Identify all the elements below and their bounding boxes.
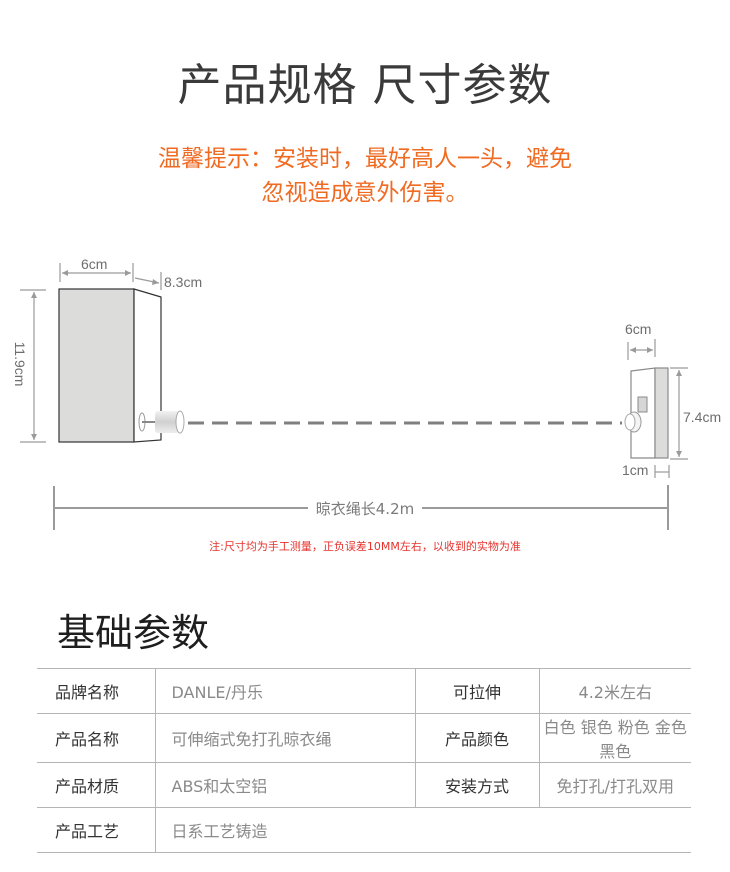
spec-key: 安装方式 bbox=[414, 762, 539, 808]
left-height-label: 11.9cm bbox=[12, 341, 28, 387]
page-title: 产品规格 尺寸参数 bbox=[177, 60, 553, 111]
specs-section-title: 基础参数 bbox=[57, 611, 210, 655]
thickness-dimension bbox=[654, 465, 670, 478]
safety-tip-line-2: 忽视造成意外伤害。 bbox=[261, 180, 469, 206]
spec-key: 品牌名称 bbox=[37, 668, 155, 714]
spec-value: 免打孔/打孔双用 bbox=[538, 762, 691, 808]
specs-table: 品牌名称 DANLE/丹乐 可拉伸 4.2米左右 产品名称 可伸缩式免打孔晾衣绳… bbox=[37, 668, 691, 853]
spec-value: 可伸缩式免打孔晾衣绳 bbox=[154, 713, 415, 763]
table-row: 产品工艺 日系工艺铸造 bbox=[37, 807, 691, 853]
spec-value: ABS和太空铝 bbox=[154, 762, 415, 808]
right-width-label: 6cm bbox=[625, 321, 652, 337]
right-height-label: 7.4cm bbox=[683, 409, 722, 425]
rope-length-label: 晾衣绳长4.2m bbox=[307, 500, 423, 518]
thickness-label: 1cm bbox=[622, 462, 649, 478]
table-row: 产品材质 ABS和太空铝 安装方式 免打孔/打孔双用 bbox=[37, 762, 691, 808]
spec-value: 日系工艺铸造 bbox=[154, 807, 691, 853]
measurement-note: 注:尺寸均为手工测量，正负误差10MM左右，以收到的实物为准 bbox=[209, 540, 521, 553]
left-depth-label: 8.3cm bbox=[164, 274, 203, 290]
spec-value: 4.2米左右 bbox=[538, 668, 691, 714]
dimension-diagram bbox=[20, 263, 688, 530]
table-row: 产品名称 可伸缩式免打孔晾衣绳 产品颜色 白色 银色 粉色 金色 黑色 bbox=[37, 713, 691, 763]
table-row: 品牌名称 DANLE/丹乐 可拉伸 4.2米左右 bbox=[37, 668, 691, 714]
safety-tip-line-1: 温馨提示：安装时，最好高人一头，避免 bbox=[158, 146, 572, 172]
left-height-dimension bbox=[20, 289, 46, 443]
left-depth-dimension bbox=[134, 272, 162, 290]
spec-key: 产品材质 bbox=[37, 762, 155, 808]
left-mount-unit bbox=[58, 288, 185, 443]
right-height-dimension bbox=[670, 367, 688, 460]
right-width-dimension bbox=[627, 339, 656, 360]
spec-value: 白色 银色 粉色 金色 黑色 bbox=[538, 713, 691, 763]
right-mount-unit bbox=[624, 367, 669, 459]
spec-key: 产品工艺 bbox=[37, 807, 155, 853]
left-width-label: 6cm bbox=[81, 256, 108, 272]
spec-key: 产品名称 bbox=[37, 713, 155, 763]
spec-key: 产品颜色 bbox=[414, 713, 539, 763]
left-width-dimension bbox=[59, 263, 134, 282]
spec-value: DANLE/丹乐 bbox=[154, 668, 415, 714]
spec-key: 可拉伸 bbox=[414, 668, 539, 714]
